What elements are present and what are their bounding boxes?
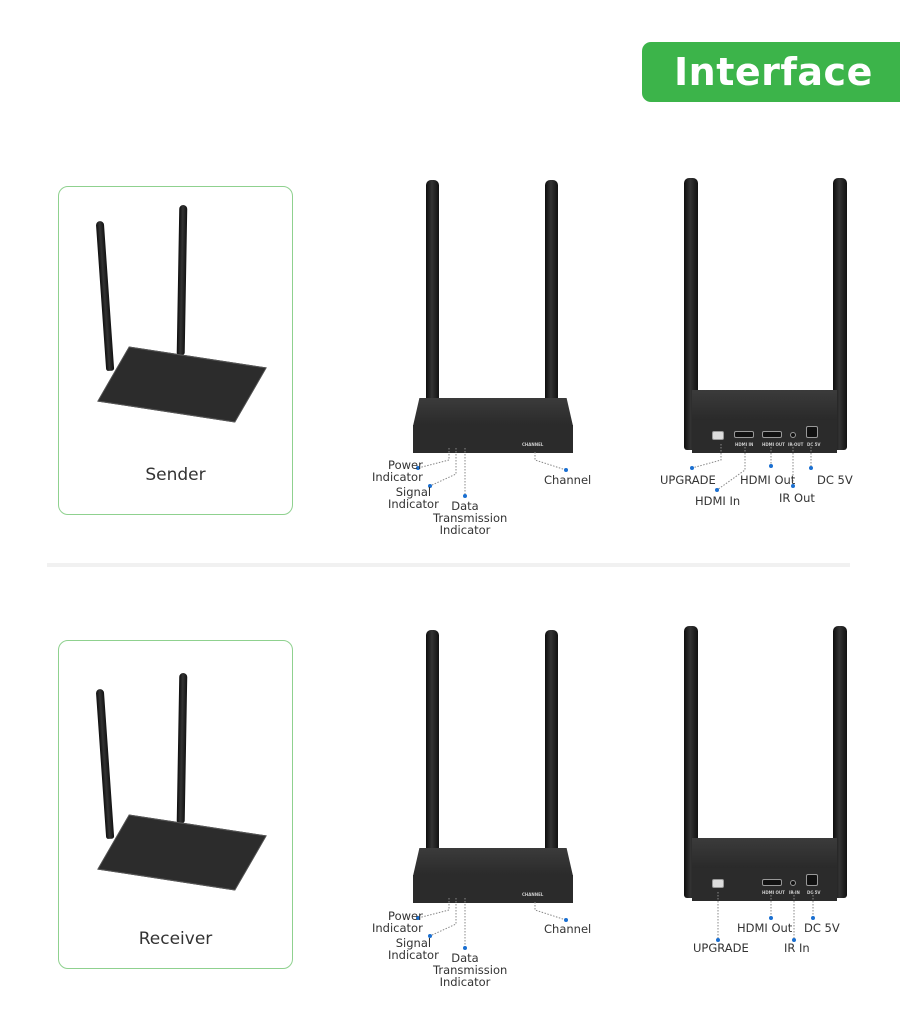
section-divider — [47, 563, 850, 567]
upgrade-label: UPGRADE — [660, 473, 716, 487]
ir-out-port — [790, 432, 796, 438]
ir-in-port — [790, 880, 796, 886]
dc-5v-label: DC 5V — [804, 921, 840, 935]
ir-out-label: IR Out — [779, 491, 815, 505]
leader-lines — [416, 892, 815, 950]
channel-button-label: CHANNEL — [522, 442, 544, 447]
dc-port-text: DC 5V — [807, 890, 821, 895]
hdmi-out-port-text: HDMI OUT — [762, 890, 785, 895]
dc-port — [806, 874, 818, 886]
upgrade-port — [712, 879, 724, 888]
upgrade-label: UPGRADE — [693, 941, 749, 955]
receiver-card: Receiver — [58, 640, 293, 969]
power-indicator-label: Power Indicator — [372, 909, 423, 935]
hdmi-out-port — [762, 431, 782, 438]
sender-card: Sender — [58, 186, 293, 515]
dc-port — [806, 426, 818, 438]
hdmi-out-port-text: HDMI OUT — [762, 442, 785, 447]
receiver-label: Receiver — [138, 929, 213, 949]
data-transmission-indicator-label: Data Transmission Indicator — [433, 499, 508, 537]
hdmi-in-port-text: HDMI IN — [735, 442, 754, 447]
channel-label: Channel — [544, 922, 592, 936]
sender-label: Sender — [145, 465, 206, 485]
channel-button-label: CHANNEL — [522, 892, 544, 897]
hdmi-out-port — [762, 879, 782, 886]
ir-in-label: IR In — [784, 941, 810, 955]
leader-lines — [416, 444, 813, 498]
dc-port-text: DC 5V — [807, 442, 821, 447]
hdmi-out-label: HDMI Out — [737, 921, 793, 935]
ir-port-text: IR OUT — [788, 442, 804, 447]
upgrade-port — [712, 431, 724, 440]
hdmi-in-port — [734, 431, 754, 438]
section-title-badge: Interface — [642, 42, 900, 102]
hdmi-in-label: HDMI In — [695, 494, 741, 508]
dc-5v-label: DC 5V — [817, 473, 853, 487]
sender-row: Sender CHANNEL HDMI IN HDMI OUT IR OUT D… — [0, 0, 900, 536]
data-transmission-indicator-label: Data Transmission Indicator — [433, 951, 508, 989]
hdmi-out-label: HDMI Out — [740, 473, 796, 487]
power-indicator-label: Power Indicator — [372, 458, 423, 484]
signal-indicator-label: Signal Indicator — [388, 485, 439, 511]
channel-label: Channel — [544, 473, 592, 487]
receiver-row: Receiver CHANNEL HDMI OUT IR IN DC 5V Po… — [0, 454, 900, 988]
signal-indicator-label: Signal Indicator — [388, 936, 439, 962]
